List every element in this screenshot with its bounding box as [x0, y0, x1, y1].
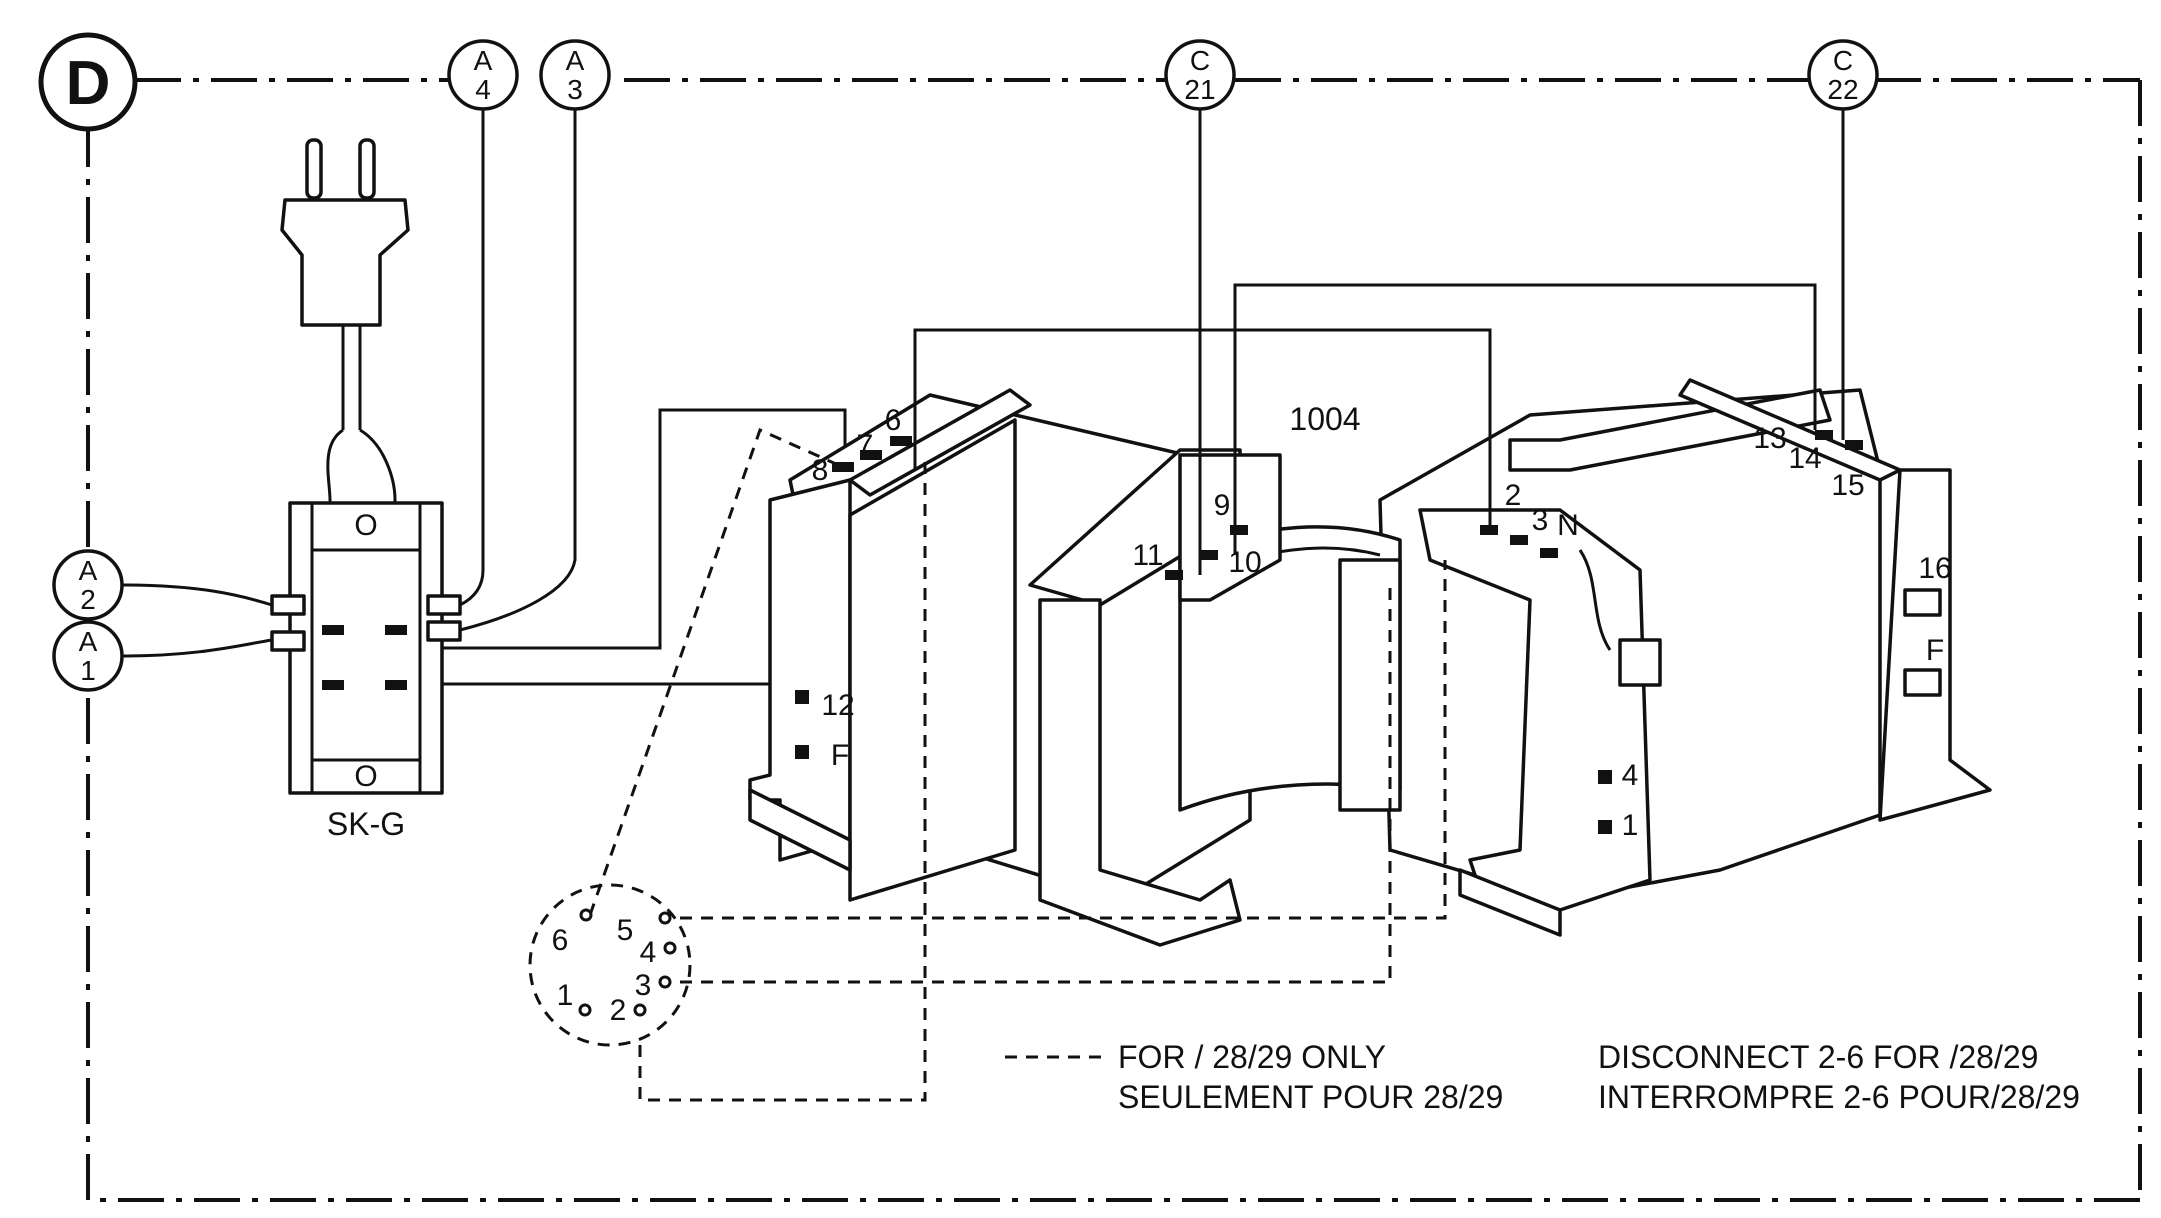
switch-mark-bottom: O [354, 760, 377, 793]
connector-a2-bottom: 2 [80, 584, 96, 615]
connector-c21-bottom: 21 [1184, 74, 1215, 105]
socket-pin-6: 6 [552, 924, 569, 957]
connector-a1-bottom: 1 [80, 655, 96, 686]
terminal-4: 4 [1622, 759, 1639, 792]
terminal-12: 12 [821, 689, 854, 722]
connector-a3-bottom: 3 [567, 74, 583, 105]
legend: FOR / 28/29 ONLY SEULEMENT POUR 28/29 DI… [1005, 1039, 2080, 1115]
connector-c22-bottom: 22 [1827, 74, 1858, 105]
connector-a3-top: A [566, 45, 585, 76]
socket-pin-4: 4 [640, 936, 657, 969]
terminal-7: 7 [857, 429, 874, 462]
socket-pin-3: 3 [635, 969, 652, 1002]
socket-pin-5: 5 [617, 914, 634, 947]
switch-mark-top: O [354, 509, 377, 542]
transformer [748, 378, 1992, 947]
note-en: DISCONNECT 2-6 FOR /28/29 [1598, 1039, 2038, 1075]
connector-a1: A 1 [52, 620, 124, 692]
connector-a4-bottom: 4 [475, 74, 491, 105]
connector-a4: A 4 [447, 39, 519, 111]
dashed-wires [588, 427, 1447, 1102]
terminal-1: 1 [1622, 809, 1639, 842]
terminal-n: N [1557, 509, 1579, 542]
connector-c21: C 21 [1164, 39, 1236, 111]
terminal-f-right: F [1926, 634, 1944, 667]
mains-switch: O O SK-G [270, 501, 462, 842]
terminal-2: 2 [1505, 479, 1522, 512]
section-marker: D [38, 32, 138, 132]
terminal-13: 13 [1753, 422, 1786, 455]
section-letter: D [66, 49, 111, 118]
terminal-10: 10 [1228, 546, 1261, 579]
connector-c22-top: C [1833, 45, 1853, 76]
legend-dashed-text-fr: SEULEMENT POUR 28/29 [1118, 1079, 1503, 1115]
terminal-16: 16 [1918, 552, 1951, 585]
mains-plug-icon [280, 138, 410, 625]
terminal-9: 9 [1214, 489, 1231, 522]
terminal-3: 3 [1532, 504, 1549, 537]
transformer-wires [913, 109, 1845, 651]
frame-border [86, 78, 2142, 1202]
terminal-labels: 1004 8 7 6 9 10 11 12 F 2 3 N 4 1 13 14 … [812, 401, 1952, 842]
connector-a3: A 3 [539, 39, 611, 111]
transformer-label: 1004 [1289, 401, 1360, 437]
legend-dashed-text-en: FOR / 28/29 ONLY [1118, 1039, 1386, 1075]
terminal-11: 11 [1132, 539, 1163, 572]
connector-a2-top: A [79, 555, 98, 586]
connector-c22: C 22 [1807, 39, 1879, 111]
terminal-8: 8 [812, 454, 829, 487]
terminal-15: 15 [1831, 469, 1864, 502]
connector-a2: A 2 [52, 549, 124, 621]
connector-c21-top: C [1190, 45, 1210, 76]
socket-pin-1: 1 [557, 979, 574, 1012]
six-pin-socket: 6 5 4 3 2 1 [528, 883, 692, 1047]
terminal-6: 6 [885, 404, 902, 437]
connector-a4-top: A [474, 45, 493, 76]
connector-a1-top: A [79, 626, 98, 657]
note-fr: INTERROMPRE 2-6 POUR/28/29 [1598, 1079, 2080, 1115]
terminal-f-left: F [831, 739, 849, 772]
socket-pin-2: 2 [610, 994, 627, 1027]
terminal-14: 14 [1788, 442, 1821, 475]
switch-label: SK-G [327, 806, 405, 842]
